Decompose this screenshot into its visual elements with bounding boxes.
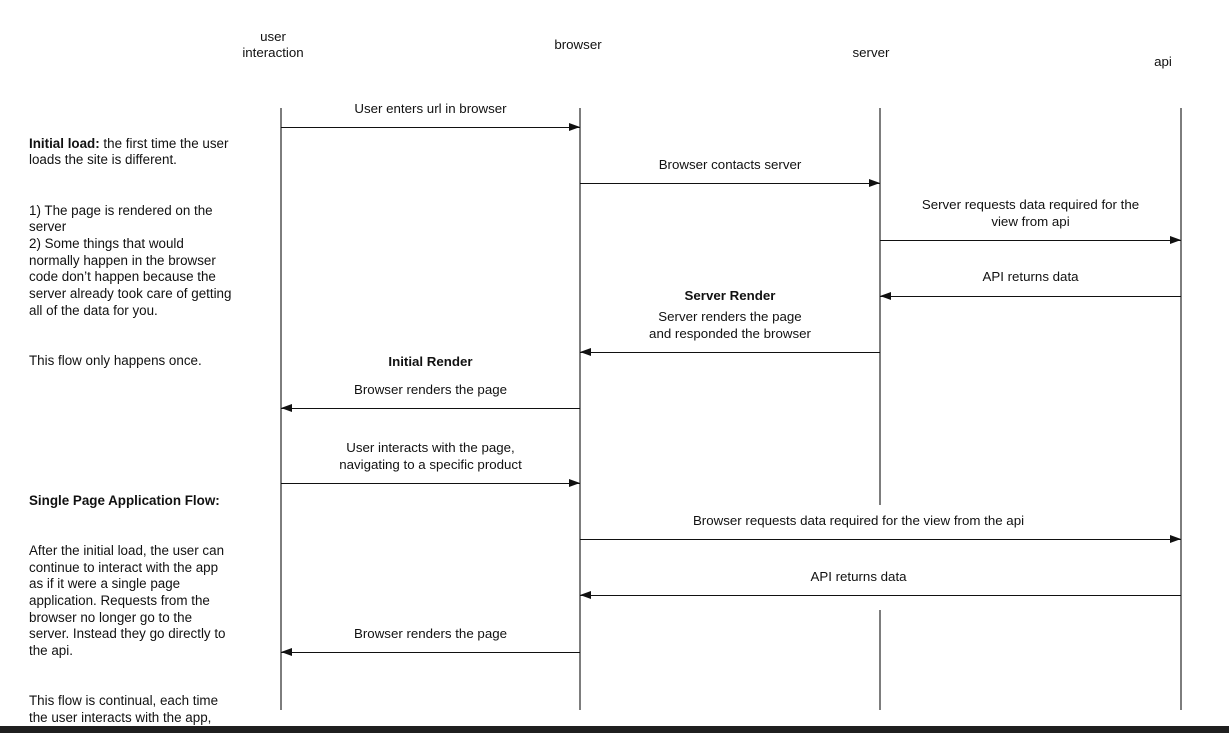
message-label: User enters url in browser [354,101,507,116]
note-intro: the first time the user loads the site i… [29,135,229,168]
message-title: Initial Render [388,354,473,369]
participant-label-api: api [1154,54,1172,69]
message-arrow-right [281,479,580,487]
message-label: Browser renders the page [354,626,507,641]
note-paragraph: This flow is continual, each time the us… [29,693,219,733]
bottom-edge-bar [0,726,1229,733]
message-label: Browser requests data required for the v… [692,513,1025,528]
note-spa-flow: Single Page Application Flow: After the … [29,476,274,733]
note-paragraph: After the initial load, the user can con… [29,542,226,659]
note-paragraph: 1) The page is rendered on the server 2)… [29,202,232,318]
message-title: Server Render [684,288,776,303]
message-label: Browser contacts server [658,157,802,172]
note-title: Initial load: [29,135,100,151]
message-arrow-right [880,236,1181,244]
message-arrow-right [580,535,1181,543]
message-label: User interacts with the page, navigating… [339,440,522,472]
lifeline-server-lower [879,610,881,710]
message-arrow-right [580,179,880,187]
message-arrow-left [281,404,580,412]
message-arrow-left [580,591,1181,599]
note-paragraph: Initial load: the first time the user lo… [29,136,274,169]
note-paragraph: This flow only happens once. [29,352,202,368]
lifeline-api [1180,108,1182,710]
message-label: Server requests data required for the vi… [921,197,1140,229]
note-initial-load: Initial load: the first time the user lo… [29,119,274,403]
participant-label-browser: browser [554,37,602,52]
note-title: Single Page Application Flow: [29,492,220,508]
message-arrow-right [281,123,580,131]
message-label: API returns data [810,569,907,584]
message-arrow-left [880,292,1181,300]
lifeline-browser [579,108,581,710]
participant-label-user-interaction: user interaction [242,29,304,60]
message-arrow-left [281,648,580,656]
message-label: Browser renders the page [354,382,507,397]
lifeline-server-upper [879,108,881,505]
message-arrow-left [580,348,880,356]
message-label: Server renders the page and responded th… [649,309,811,341]
participant-label-server: server [852,45,890,60]
message-label: API returns data [982,269,1079,284]
